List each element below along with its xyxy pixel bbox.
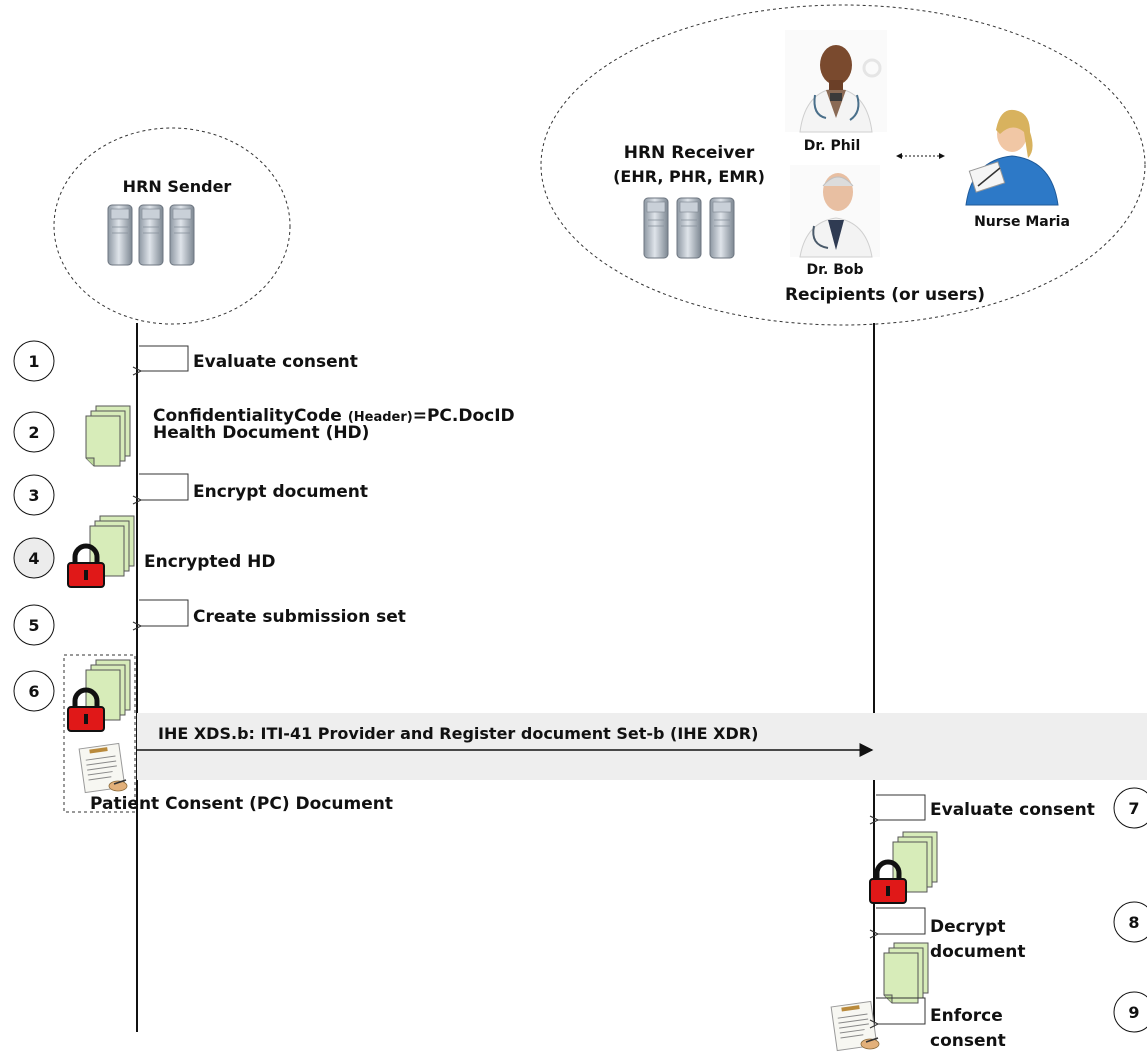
transaction-label: IHE XDS.b: ITI-41 Provider and Register … <box>158 724 758 743</box>
receiver-title: HRN Receiver <box>624 143 755 163</box>
received-lock-icon <box>870 862 906 903</box>
step-9-label-line2: consent <box>930 1031 1006 1051</box>
nurse-maria-icon <box>965 109 1059 206</box>
step-3-label: Encrypt document <box>193 482 368 502</box>
doctor-phil-icon <box>785 30 887 133</box>
step-7-label: Evaluate consent <box>930 800 1095 820</box>
step-3-self-arrow <box>139 473 189 500</box>
step-8-label-line2: document <box>930 942 1026 962</box>
step-8-self-arrow <box>876 907 926 934</box>
nurse-maria-label: Nurse Maria <box>974 214 1070 230</box>
svg-text:9: 9 <box>1128 1003 1139 1022</box>
lock-icon <box>68 546 104 587</box>
step-7-self-arrow <box>876 794 926 820</box>
step-9-marker: 9 <box>1113 991 1147 1033</box>
received-consent-certificate-icon <box>830 1000 880 1052</box>
step-1-marker: 1 <box>13 340 55 382</box>
svg-text:5: 5 <box>28 616 39 635</box>
svg-text:3: 3 <box>28 486 39 505</box>
health-document-icon <box>85 405 131 467</box>
recipients-label: Recipients (or users) <box>785 285 985 305</box>
sender-boundary <box>53 127 291 325</box>
step-7-marker: 7 <box>1113 787 1147 829</box>
step-1-self-arrow <box>139 345 189 371</box>
sender-server-icon <box>107 204 195 266</box>
step-4-label: Encrypted HD <box>144 552 276 572</box>
svg-text:2: 2 <box>28 423 39 442</box>
step-8-label-line1: Decrypt <box>930 917 1005 937</box>
patient-consent-caption: Patient Consent (PC) Document <box>90 794 393 814</box>
doctor-bob-icon <box>790 165 880 258</box>
svg-text:4: 4 <box>28 549 39 568</box>
svg-text:8: 8 <box>1128 913 1139 932</box>
sender-title: HRN Sender <box>123 177 232 196</box>
doctor-bob-label: Dr. Bob <box>806 262 863 278</box>
step-3-marker: 3 <box>13 474 55 516</box>
svg-text:7: 7 <box>1128 799 1139 818</box>
step-5-self-arrow <box>139 599 189 626</box>
step-2-label-top: ConfidentialityCode(Header)=PC.DocID <box>153 406 515 426</box>
svg-text:1: 1 <box>28 352 39 371</box>
step-5-label: Create submission set <box>193 607 406 627</box>
transaction-band <box>137 713 1147 780</box>
decrypted-document-icon <box>883 942 929 1004</box>
consent-certificate-icon <box>78 742 128 794</box>
svg-text:6: 6 <box>28 682 39 701</box>
step-6-marker: 6 <box>13 670 55 712</box>
step-2-marker: 2 <box>13 411 55 453</box>
step-2-label-bottom: Health Document (HD) <box>153 423 369 443</box>
step-8-marker: 8 <box>1113 901 1147 943</box>
receiver-server-icon <box>643 197 735 259</box>
step-9-label-line1: Enforce <box>930 1006 1003 1026</box>
receiver-boundary <box>540 4 1146 326</box>
step-1-label: Evaluate consent <box>193 352 358 372</box>
doctor-phil-label: Dr. Phil <box>804 138 861 154</box>
step-4-marker: 4 <box>13 537 55 579</box>
step-9-self-arrow <box>876 997 926 1024</box>
step-5-marker: 5 <box>13 604 55 646</box>
receiver-subtitle: (EHR, PHR, EMR) <box>613 167 765 186</box>
